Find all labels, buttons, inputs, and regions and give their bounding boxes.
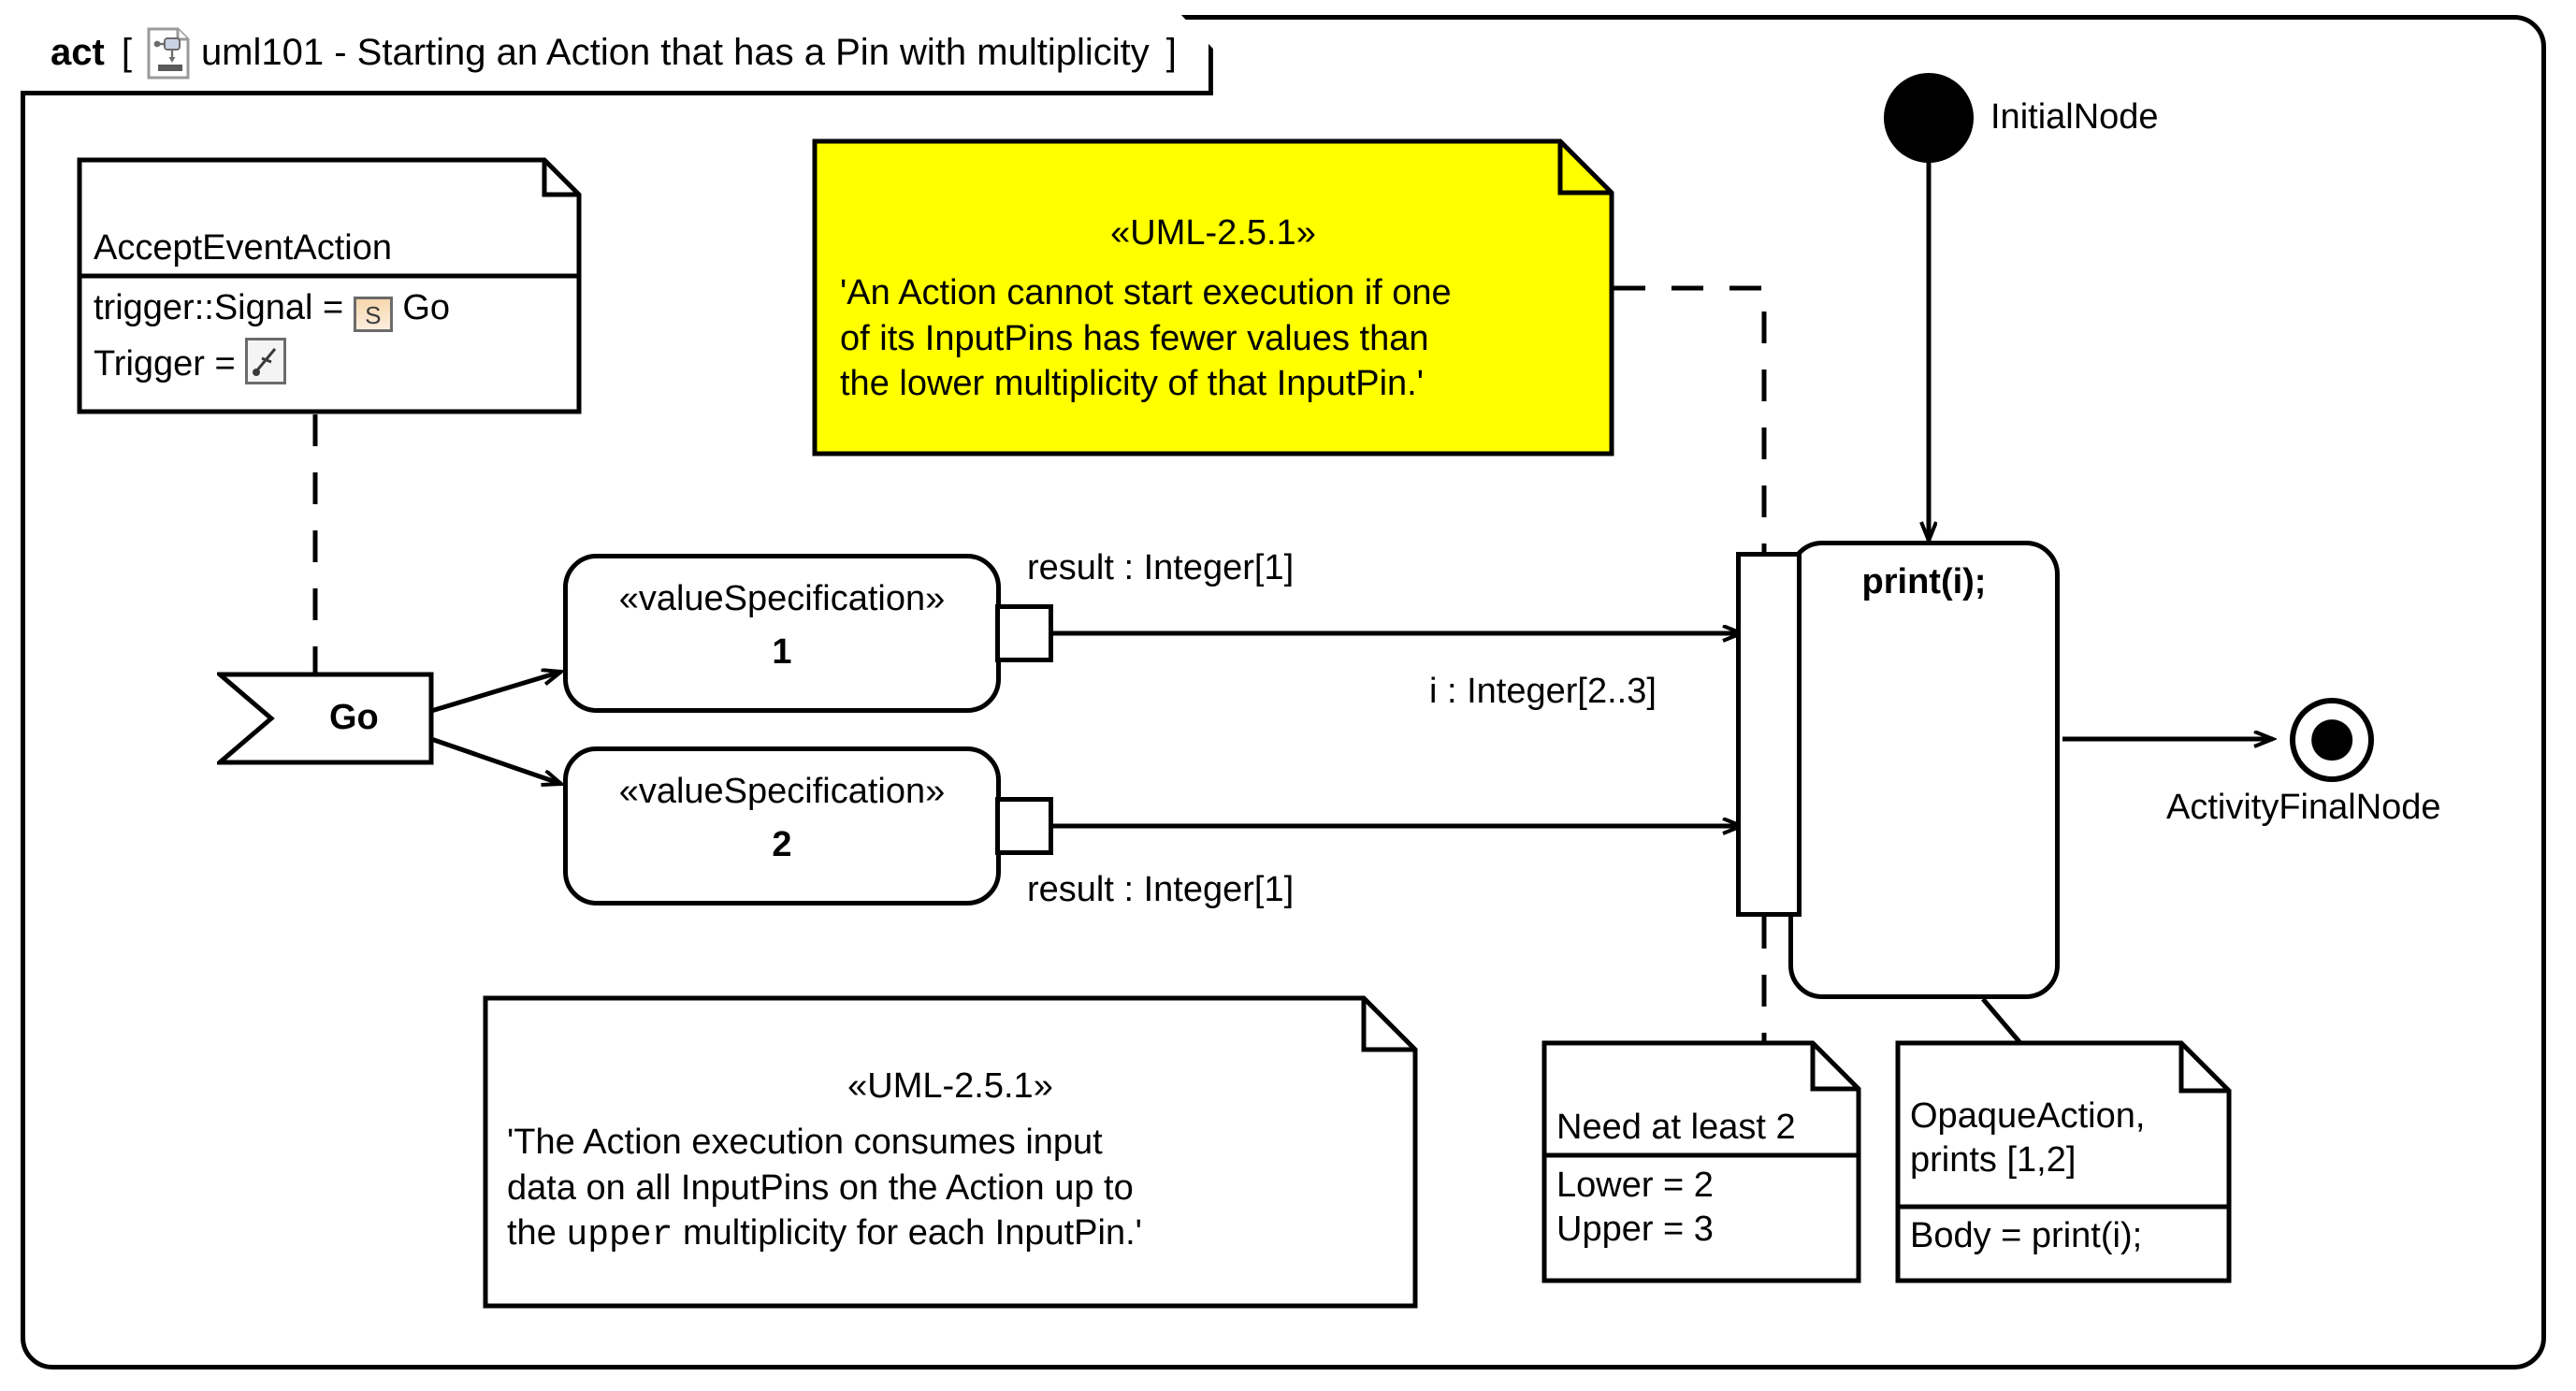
accept-event-label: Go bbox=[329, 698, 379, 737]
input-pin-label: i : Integer[2..3] bbox=[1429, 672, 1657, 711]
value-specification-2-value: 2 bbox=[772, 825, 792, 864]
trigger-signal-label: trigger::Signal = bbox=[94, 288, 354, 327]
lower-note-stereotype: «UML-2.5.1» bbox=[847, 1066, 1053, 1106]
value-specification-1-stereotype: «valueSpecification» bbox=[618, 579, 946, 618]
yellow-note-stereotype: «UML-2.5.1» bbox=[1110, 213, 1316, 253]
frame-bracket-close: ] bbox=[1165, 32, 1177, 73]
opaque-action-print[interactable]: print(i); bbox=[1788, 541, 2060, 999]
frame-title: uml101 - Starting an Action that has a P… bbox=[200, 32, 1150, 73]
pin-multiplicity-note: Need at least 2 Lower = 2 Upper = 3 bbox=[1541, 1040, 1861, 1283]
lower-note-line-2: data on all InputPins on the Action up t… bbox=[507, 1167, 1134, 1208]
acceptevent-note-title: AcceptEventAction bbox=[94, 228, 392, 268]
opaque-action-note-body: Body = print(i); bbox=[1910, 1216, 2143, 1255]
signal-icon: S bbox=[353, 297, 393, 332]
output-pin-label-2: result : Integer[1] bbox=[1027, 870, 1295, 909]
acceptevent-trigger-signal-row: trigger::Signal = S Go bbox=[94, 288, 450, 332]
frame-bracket-open: [ bbox=[121, 32, 132, 73]
opaque-action-note-title: OpaqueAction, prints [1,2] bbox=[1910, 1096, 2146, 1181]
trigger-signal-value: Go bbox=[402, 288, 451, 327]
yellow-constraint-note: «UML-2.5.1» 'An Action cannot start exec… bbox=[812, 138, 1614, 456]
frame-kind-label: act bbox=[51, 32, 105, 73]
lower-note-line-3-suffix: multiplicity for each InputPin.' bbox=[673, 1213, 1142, 1253]
value-specification-1-value: 1 bbox=[772, 632, 792, 672]
upper-multiplicity-note: «UML-2.5.1» 'The Action execution consum… bbox=[483, 995, 1418, 1309]
lower-note-line-3: the upper multiplicity for each InputPin… bbox=[507, 1210, 1394, 1259]
pin-note-upper: Upper = 3 bbox=[1556, 1210, 1714, 1249]
trigger-lightning-icon bbox=[245, 338, 287, 384]
activity-final-node-label: ActivityFinalNode bbox=[2166, 788, 2441, 827]
acceptevent-note: AcceptEventAction trigger::Signal = S Go… bbox=[77, 157, 582, 414]
initial-node-label: InitialNode bbox=[1990, 97, 2159, 137]
value-specification-node-2[interactable]: «valueSpecification» 2 bbox=[563, 746, 1001, 906]
value-specification-node-1[interactable]: «valueSpecification» 1 bbox=[563, 554, 1001, 713]
initial-node[interactable] bbox=[1884, 73, 1974, 163]
lower-note-line-1: 'The Action execution consumes input bbox=[507, 1123, 1103, 1162]
yellow-note-line-3: the lower multiplicity of that InputPin.… bbox=[840, 364, 1424, 404]
acceptevent-trigger-row: Trigger = bbox=[94, 338, 450, 384]
output-pin-label-1: result : Integer[1] bbox=[1027, 548, 1295, 587]
trigger-label: Trigger = bbox=[94, 344, 246, 384]
input-pin-print-action[interactable] bbox=[1736, 552, 1802, 917]
value-specification-2-stereotype: «valueSpecification» bbox=[618, 772, 946, 811]
yellow-note-line-2: of its InputPins has fewer values than bbox=[840, 318, 1429, 358]
opaque-action-note: OpaqueAction, prints [1,2] Body = print(… bbox=[1895, 1040, 2232, 1283]
activity-final-node[interactable] bbox=[2290, 698, 2374, 782]
pin-note-title: Need at least 2 bbox=[1556, 1108, 1796, 1147]
frame-header: act [ uml101 - Starting an Action that h… bbox=[21, 15, 1213, 95]
pin-note-lower: Lower = 2 bbox=[1556, 1166, 1714, 1205]
yellow-note-line-1: 'An Action cannot start execution if one bbox=[840, 273, 1452, 312]
print-action-name: print(i); bbox=[1861, 562, 1987, 601]
lower-note-upper-keyword: upper bbox=[566, 1215, 673, 1256]
output-pin-valuespec-2[interactable] bbox=[995, 797, 1053, 855]
activity-diagram-icon bbox=[147, 27, 190, 80]
lower-note-line-3-prefix: the bbox=[507, 1213, 567, 1253]
accept-event-node-go[interactable]: Go bbox=[213, 672, 434, 765]
output-pin-valuespec-1[interactable] bbox=[995, 604, 1053, 662]
